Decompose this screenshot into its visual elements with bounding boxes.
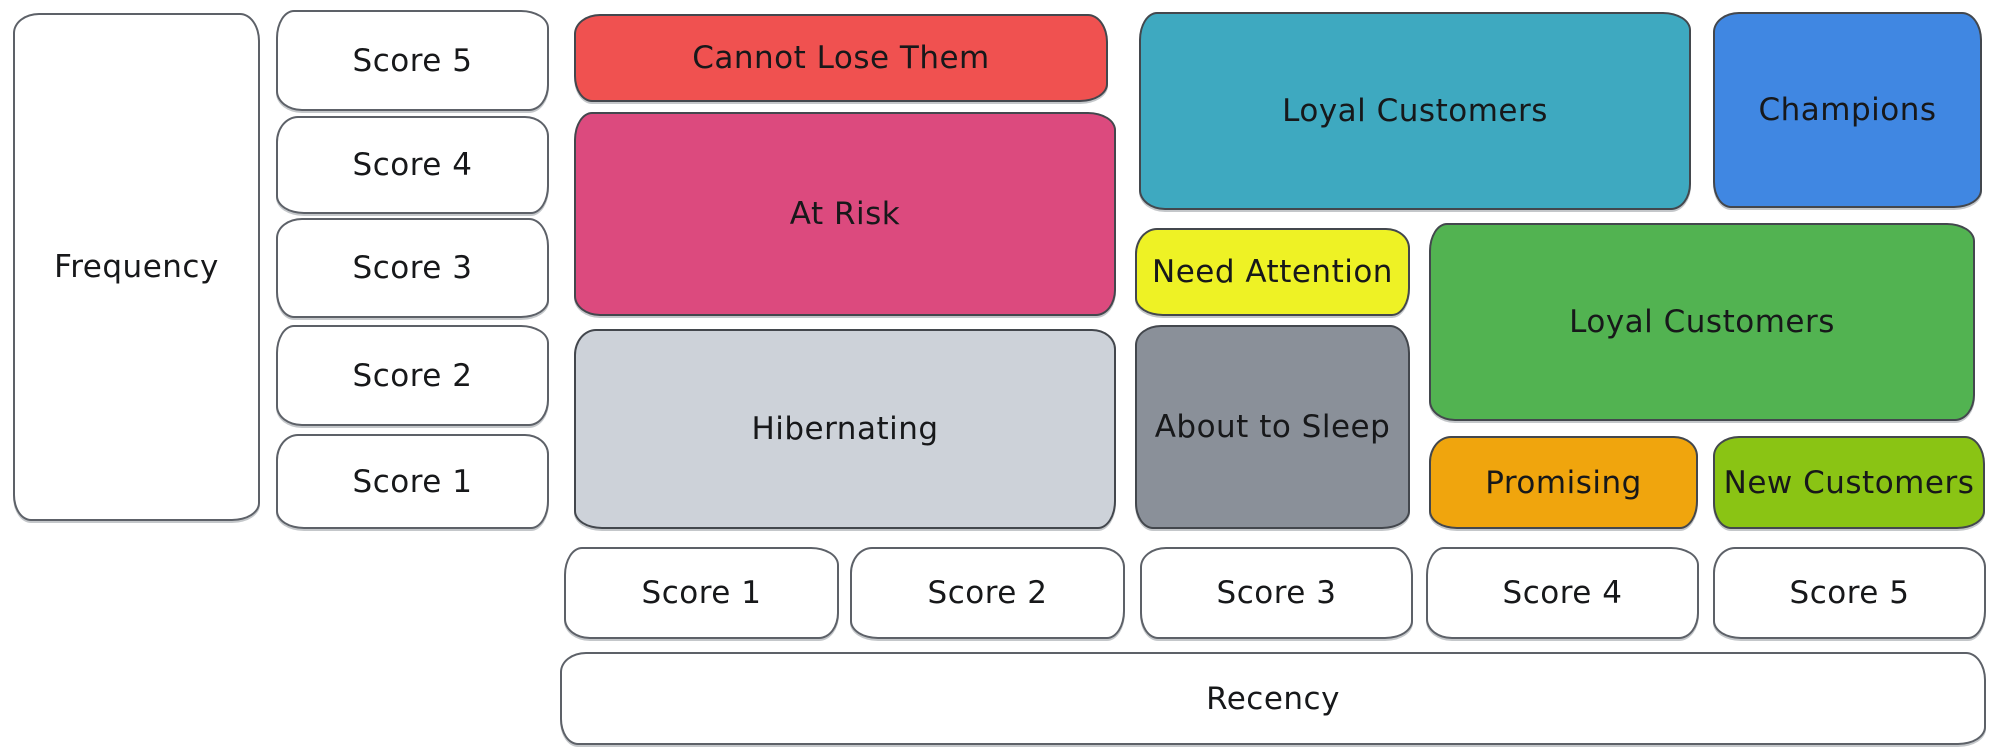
segment-promising-label: Promising [1485,464,1642,501]
recency-axis-label: Recency [1206,680,1340,717]
recency-score-1-box: Score 1 [564,547,839,639]
frequency-score-5-box: Score 5 [276,10,549,111]
recency-score-5-box: Score 5 [1713,547,1986,639]
segment-about-to-sleep-label: About to Sleep [1154,409,1391,445]
segment-new-customers-label: New Customers [1723,464,1975,501]
frequency-score-3-box: Score 3 [276,218,549,318]
segment-loyal-customers-green-label: Loyal Customers [1569,304,1835,340]
segment-cannot-lose-them-label: Cannot Lose Them [692,40,990,76]
recency-axis-box: Recency [560,652,1986,745]
frequency-axis-box: Frequency [13,13,260,521]
segment-cannot-lose-them: Cannot Lose Them [574,14,1108,102]
recency-score-3-label: Score 3 [1216,575,1337,611]
segment-promising: Promising [1429,436,1698,529]
segment-loyal-customers-teal: Loyal Customers [1139,12,1691,210]
recency-score-2-box: Score 2 [850,547,1125,639]
segment-need-attention-label: Need Attention [1152,254,1393,290]
recency-score-4-box: Score 4 [1426,547,1699,639]
frequency-score-1-box: Score 1 [276,434,549,529]
frequency-score-3-label: Score 3 [352,250,473,286]
frequency-score-2-label: Score 2 [352,357,473,394]
frequency-score-5-label: Score 5 [352,42,473,79]
segment-hibernating-label: Hibernating [751,411,939,447]
recency-score-5-label: Score 5 [1789,575,1910,611]
frequency-score-1-label: Score 1 [352,463,473,500]
recency-score-1-label: Score 1 [641,575,762,611]
segment-loyal-customers-green: Loyal Customers [1429,223,1975,421]
segment-loyal-customers-teal-label: Loyal Customers [1282,93,1548,129]
segment-at-risk-label: At Risk [789,196,901,232]
segment-need-attention: Need Attention [1135,228,1410,316]
frequency-score-4-label: Score 4 [352,147,473,183]
recency-score-3-box: Score 3 [1140,547,1413,639]
frequency-score-2-box: Score 2 [276,325,549,426]
recency-score-2-label: Score 2 [927,575,1048,611]
segment-champions-label: Champions [1758,92,1937,128]
segment-new-customers: New Customers [1713,436,1985,529]
recency-score-4-label: Score 4 [1502,575,1623,611]
frequency-axis-label: Frequency [54,249,219,285]
segment-hibernating: Hibernating [574,329,1116,529]
frequency-score-4-box: Score 4 [276,116,549,214]
segment-champions: Champions [1713,12,1982,208]
segment-about-to-sleep: About to Sleep [1135,325,1410,529]
segment-at-risk: At Risk [574,112,1116,316]
